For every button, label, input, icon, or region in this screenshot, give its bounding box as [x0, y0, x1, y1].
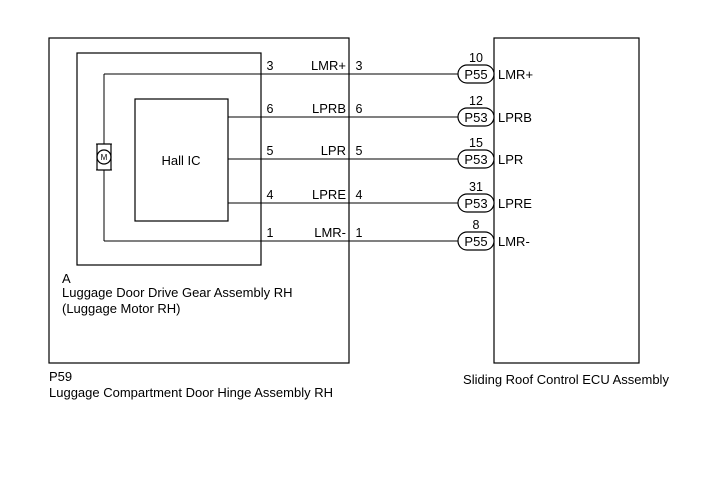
connector-id: P53	[464, 110, 487, 125]
inner-pin-number: 4	[267, 188, 274, 202]
ecu-signal-label: LPRB	[498, 110, 532, 125]
ecu-signal-label: LPRE	[498, 196, 532, 211]
hall-ic-label: Hall IC	[161, 153, 200, 168]
inner-pin-number: 3	[267, 59, 274, 73]
connector-id: P55	[464, 67, 487, 82]
motor-icon: M	[96, 74, 112, 241]
ecu-pin-number: 31	[469, 180, 483, 194]
outer-assembly-name: Luggage Compartment Door Hinge Assembly …	[49, 385, 333, 400]
outer-pin-number: 4	[356, 188, 363, 202]
connector-pill	[457, 231, 495, 251]
ecu-name: Sliding Roof Control ECU Assembly	[463, 372, 669, 387]
inner-pin-number: 5	[267, 144, 274, 158]
connector-id: P53	[464, 196, 487, 211]
signal-label: LMR+	[311, 58, 346, 73]
ecu-pin-number: 10	[469, 51, 483, 65]
hall-ic-box	[134, 98, 229, 222]
inner-pin-number: 1	[267, 226, 274, 240]
outer-assembly-code: P59	[49, 369, 72, 384]
inner-assembly-code: A	[62, 271, 71, 286]
inner-pin-number: 6	[267, 102, 274, 116]
connector-pill	[457, 193, 495, 213]
ecu-pin-number: 15	[469, 136, 483, 150]
connector-pill	[457, 107, 495, 127]
ecu-pin-number: 12	[469, 94, 483, 108]
outer-assembly-box	[48, 37, 350, 364]
outer-pin-number: 3	[356, 59, 363, 73]
ecu-signal-label: LPR	[498, 152, 523, 167]
signal-label: LPRB	[312, 101, 346, 116]
ecu-pin-number: 8	[473, 218, 480, 232]
ecu-signal-label: LMR+	[498, 67, 533, 82]
connector-id: P53	[464, 152, 487, 167]
connector-pill	[457, 64, 495, 84]
outer-pin-number: 5	[356, 144, 363, 158]
connector-pill	[457, 149, 495, 169]
outer-pin-number: 1	[356, 226, 363, 240]
signal-label: LMR-	[314, 225, 346, 240]
signal-label: LPR	[321, 143, 346, 158]
motor-symbol-label: M	[101, 153, 108, 162]
signal-label: LPRE	[312, 187, 346, 202]
outer-pin-number: 6	[356, 102, 363, 116]
connector-id: P55	[464, 234, 487, 249]
ecu-signal-label: LMR-	[498, 234, 530, 249]
inner-assembly-subname: (Luggage Motor RH)	[62, 301, 181, 316]
inner-assembly-name: Luggage Door Drive Gear Assembly RH	[62, 285, 293, 300]
